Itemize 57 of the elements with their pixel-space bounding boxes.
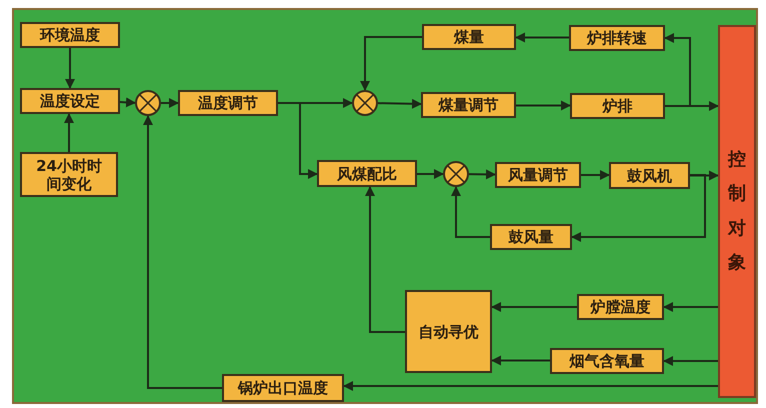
process-box: [570, 93, 665, 119]
process-box: [421, 92, 516, 118]
arrow: [278, 102, 318, 179]
box-label: 温度调节: [198, 94, 258, 112]
box-label: 鼓风机: [627, 166, 672, 184]
box-label: 炉排: [602, 97, 632, 115]
box-label: 炉膛温度: [590, 298, 650, 316]
arrow: [143, 115, 222, 389]
process-box: [569, 25, 665, 51]
process-box: [550, 348, 664, 374]
plant-bar: [718, 25, 756, 398]
arrow: [360, 36, 422, 91]
arrow: [663, 302, 718, 312]
box-label: 自动寻优: [418, 322, 478, 340]
arrow: [581, 170, 610, 180]
box-label: 鼓风量: [508, 228, 554, 246]
box-label: 风煤配比: [337, 164, 397, 182]
arrow: [161, 98, 179, 108]
process-box: [222, 374, 344, 402]
box-label: 炉排转速: [587, 29, 647, 47]
arrow: [491, 302, 577, 312]
process-box: [178, 90, 278, 116]
box-label: 24小时时间变化: [35, 156, 103, 192]
box-label: 煤量: [454, 28, 484, 46]
arrow: [571, 174, 706, 242]
process-box: [20, 22, 120, 48]
box-label: 控制对象: [728, 148, 746, 275]
box-label: 温度设定: [40, 92, 100, 110]
box-label: 烟气含氧量: [570, 352, 644, 370]
arrow: [64, 113, 74, 152]
process-box: [495, 162, 581, 188]
box-label: 锅炉出口温度: [238, 379, 328, 397]
arrow: [65, 48, 75, 89]
arrow: [664, 33, 691, 107]
process-box: [490, 224, 572, 250]
process-box: [422, 24, 516, 50]
arrow: [516, 100, 571, 110]
process-box: [577, 294, 664, 320]
arrow: [378, 98, 422, 109]
arrow: [515, 32, 569, 42]
arrow: [451, 186, 490, 238]
box-label: 煤量调节: [438, 96, 498, 114]
process-box: [20, 152, 118, 197]
process-box: [609, 162, 690, 189]
process-box: [20, 88, 120, 114]
arrow: [491, 356, 550, 366]
arrow: [468, 169, 496, 180]
arrow: [690, 170, 719, 180]
box-label: 风量调节: [508, 166, 568, 184]
arrow: [417, 169, 444, 179]
process-box: [317, 160, 417, 187]
arrow: [120, 97, 136, 108]
arrow: [365, 186, 405, 333]
process-box: [405, 290, 492, 373]
box-label: 环境温度: [40, 26, 100, 44]
arrow: [343, 381, 718, 391]
arrow: [663, 356, 718, 366]
